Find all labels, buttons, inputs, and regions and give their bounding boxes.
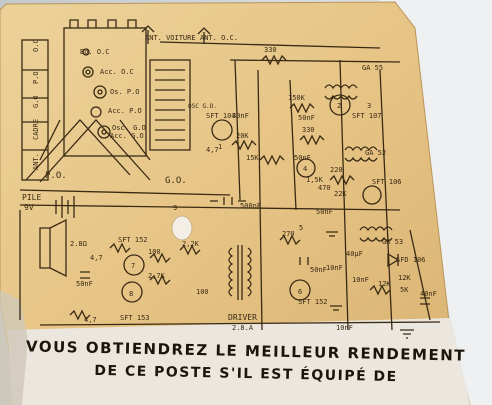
label-pile: PILE [22,193,41,202]
resistor-label-20: 12K [398,274,411,282]
point-label-7: 7 [131,262,135,270]
resistor-label-6: 15K [246,154,259,162]
resistor-label-8: 22K [334,190,347,198]
band-label-1: Bo. O.C [80,48,110,56]
label-ant-voiture: ANT. VOITURE [145,34,196,42]
capacitor-label-2: 500nF [240,202,261,210]
resistor-label-15: 12K [378,280,391,288]
resistor-label-17: 270 [282,230,295,238]
label-go: G.O. [165,176,187,186]
resistor-label-7: 220 [330,166,343,174]
point-label-8: 8 [129,290,133,298]
transistor-label-3: SFT 153 [120,314,150,322]
capacitor-label-9: 40nF [420,290,437,298]
point-label-2: 2 [337,102,341,110]
resistor-label-5: 20K [236,132,249,140]
resistor-label-9: 2,2K [182,240,200,248]
paper-sheet [0,1,471,405]
transformer-label-1: GA 52 [365,149,386,157]
resistor-label-11: 2,7K [148,272,166,280]
capacitor-label-4: 50nF [294,154,311,162]
switch-label-po: P.O [32,71,40,84]
label-po: P.O. [45,171,67,181]
band-label-2: Acc. O.C [100,68,134,76]
resistor-label-10: 100 [148,248,161,256]
resistor-label-19: 470 [318,184,331,192]
capacitor-label-1: 30nF [232,112,249,120]
label-pile-voltage: 9V [24,203,34,212]
transformer-label-2: GA 55 [362,64,383,72]
resistor-label-18: 1,5K [306,176,324,184]
band-label-6: Acc. G.O [110,132,144,140]
switch-label-cadre: CADRE [32,119,40,140]
resistor-label-16: 5K [400,286,409,294]
point-label-4: 4 [303,165,307,173]
paper-hole [171,215,193,241]
band-label-3: Os. P.O [110,88,140,96]
switch-label-oc: O.C [32,39,40,52]
transistor-label-6: SFT 104 [206,112,236,120]
resistor-label-13: 4,7 [90,254,103,262]
resistor-label-12: 100 [196,288,209,296]
transistor-label-4: SFT 106 [372,178,402,186]
point-label-5: 5 [299,224,303,232]
caption-strip [8,318,470,405]
resistor-label-14: 4,7 [84,316,97,324]
point-label-3: 3 [367,102,371,110]
transistor-label-5: SFT 107 [352,112,382,120]
transistor-label-1: SFT 152 [118,236,148,244]
label-speaker: 2.8Ω [70,240,87,248]
resistor-label-1: 330 [264,46,277,54]
resistor-label-2: 150K [288,94,306,102]
label-driver: DRIVER [228,313,257,322]
band-label-5: Osc. G.O [112,124,146,132]
point-label-9: 9 [173,204,177,212]
circuit-diagram [19,19,441,339]
capacitor-label-3: 50nF [298,114,315,122]
label-ant-oc: ANT. O.C. [200,34,238,42]
transformer-label-3: GR 53 [382,238,403,246]
transistor-label-2: SFT 152 [298,298,328,306]
switch-label-go: G.O [32,95,40,108]
capacitor-label-11: 10nF [352,276,369,284]
resistor-label-4: 4,7 [206,146,219,154]
capacitor-label-8: 50nF [310,266,327,274]
label-osc: OSC G.O. [188,103,217,110]
switch-label-ant: ANT. [32,153,40,170]
label-diode: SFD 106 [396,256,426,264]
point-label-1: 1 [218,143,222,151]
capacitor-label-10: 50nF [76,280,93,288]
capacitor-label-5: 50nF [316,208,333,216]
capacitor-label-6: 10nF [326,264,343,272]
resistor-label-3: 330 [302,126,315,134]
capacitor-label-7: 10nF [336,324,353,332]
band-label-4: Acc. P.O [108,107,142,115]
capacitor-label-12: 40µF [346,250,363,258]
label-driver-ref: 2.8.A [232,324,254,332]
point-label-6: 6 [298,288,302,296]
